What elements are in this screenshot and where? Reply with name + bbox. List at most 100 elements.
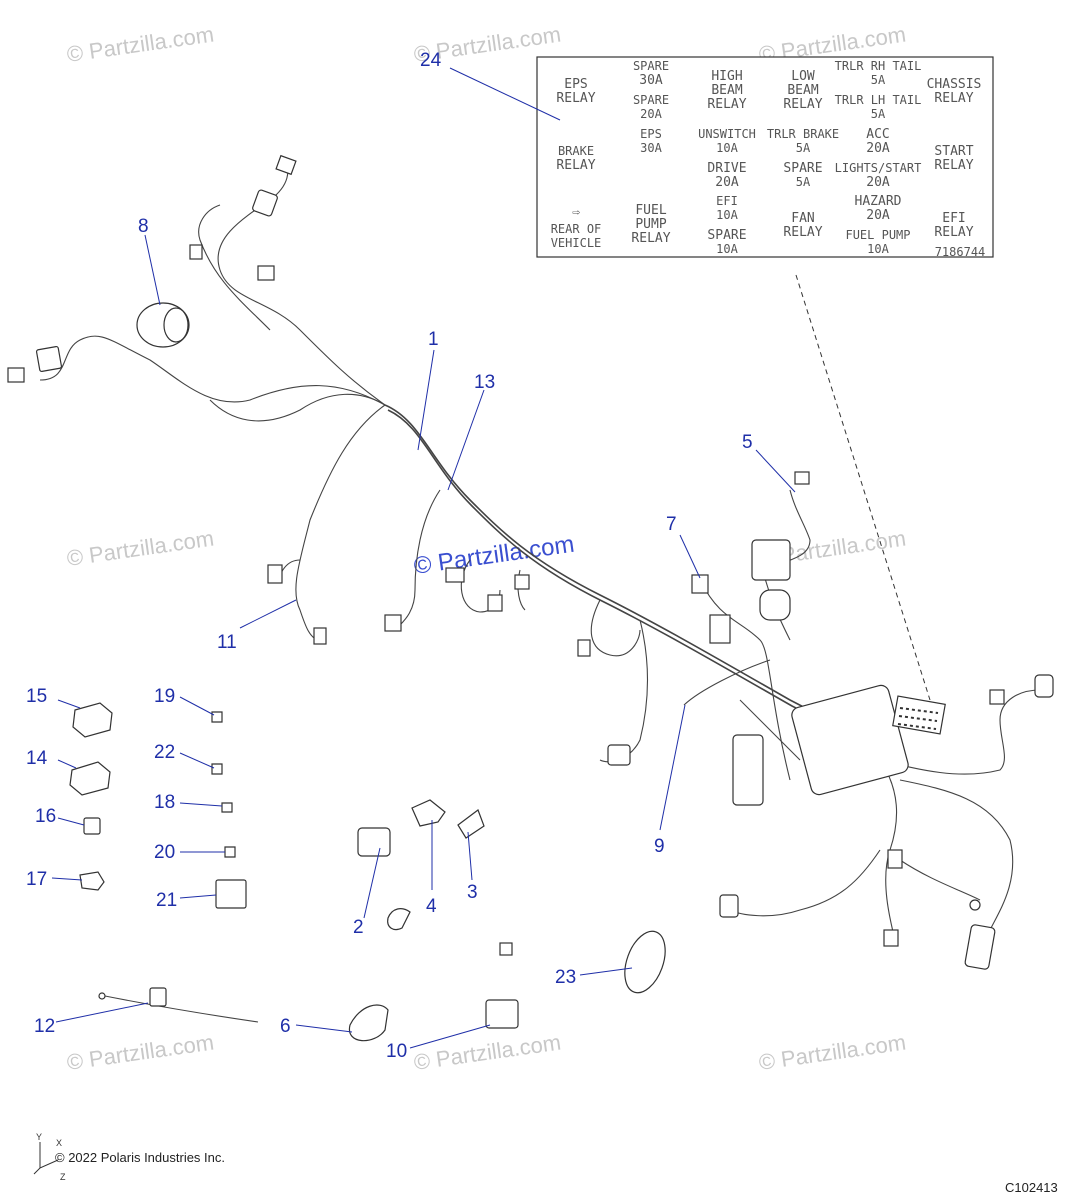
eps30-text-1: EPS bbox=[640, 127, 662, 141]
part-23-ring bbox=[624, 930, 666, 994]
diagram-code: C102413 bbox=[1005, 1180, 1058, 1195]
callout-6[interactable]: 6 bbox=[280, 1016, 291, 1037]
watermark-1: © Partzilla.com bbox=[65, 22, 215, 67]
efi10-text-1: EFI bbox=[716, 194, 738, 208]
axis-y-label: Y bbox=[36, 1132, 42, 1142]
high-beam-text-1: HIGH bbox=[711, 69, 742, 84]
trlr-rh-text-2: 5A bbox=[871, 73, 886, 87]
unswitch-text-1: UNSWITCH bbox=[698, 127, 756, 141]
callout-17[interactable]: 17 bbox=[26, 869, 47, 890]
part-8-buzzer bbox=[136, 302, 190, 348]
callout-9[interactable]: 9 bbox=[654, 836, 665, 857]
trlr-rh-text-1: TRLR RH TAIL bbox=[835, 59, 922, 73]
fuelpump-relay-text-3: RELAY bbox=[631, 231, 670, 246]
callout-16[interactable]: 16 bbox=[35, 806, 56, 827]
start-relay-text-2: RELAY bbox=[934, 158, 973, 173]
harness-connectors bbox=[7, 154, 1054, 970]
spare5-text-1: SPARE bbox=[783, 161, 822, 176]
watermark-4: © Partzilla.com bbox=[65, 526, 215, 571]
part-14-connector bbox=[69, 761, 111, 796]
part-9-tie bbox=[683, 659, 771, 706]
callout-20[interactable]: 20 bbox=[154, 842, 175, 863]
acc-text-1: ACC bbox=[866, 127, 889, 142]
callout-14[interactable]: 14 bbox=[26, 748, 48, 769]
unswitch-text-2: 10A bbox=[716, 141, 738, 155]
start-relay-text-1: START bbox=[934, 144, 973, 159]
high-beam-text-2: BEAM bbox=[711, 83, 742, 98]
watermark-7: © Partzilla.com bbox=[412, 1030, 562, 1075]
rear-text-1: REAR OF bbox=[551, 222, 602, 236]
spare30-text-1: SPARE bbox=[633, 59, 669, 73]
part-17-connector bbox=[79, 871, 105, 891]
hazard-text-2: 20A bbox=[866, 208, 890, 223]
hazard-text-1: HAZARD bbox=[855, 194, 902, 209]
copyright-text: © 2022 Polaris Industries Inc. bbox=[55, 1150, 225, 1165]
part-small-clip bbox=[499, 942, 513, 956]
fan-relay-text-1: FAN bbox=[791, 211, 814, 226]
callout-2[interactable]: 2 bbox=[353, 917, 364, 938]
callout-15[interactable]: 15 bbox=[26, 686, 47, 707]
chassis-relay-text-2: RELAY bbox=[934, 91, 973, 106]
fuelpump-relay-text-1: FUEL bbox=[635, 203, 666, 218]
low-beam-text-3: RELAY bbox=[783, 97, 822, 112]
leader-lines bbox=[51, 67, 796, 1049]
callout-19[interactable]: 19 bbox=[154, 686, 175, 707]
acc-text-2: 20A bbox=[866, 141, 890, 156]
lights-start-text-2: 20A bbox=[866, 175, 890, 190]
fuelpump10-text-2: 10A bbox=[867, 242, 889, 256]
drive-text-1: DRIVE bbox=[707, 161, 746, 176]
label-border bbox=[536, 56, 994, 258]
eps30-text-2: 30A bbox=[640, 141, 662, 155]
axis-indicator: Y X Z bbox=[33, 1132, 66, 1182]
callout-7[interactable]: 7 bbox=[666, 514, 677, 535]
callout-13[interactable]: 13 bbox=[474, 372, 495, 393]
rear-text-2: VEHICLE bbox=[551, 236, 602, 250]
trlr-lh-text-2: 5A bbox=[871, 107, 886, 121]
part-2-connector bbox=[357, 827, 391, 857]
callout-21[interactable]: 21 bbox=[156, 890, 177, 911]
fuelpump10-text-1: FUEL PUMP bbox=[845, 228, 910, 242]
part-22-terminal bbox=[211, 763, 223, 775]
spare10-text-1: SPARE bbox=[707, 228, 746, 243]
label-part-number: 7186744 bbox=[935, 245, 986, 259]
trlr-lh-text-1: TRLR LH TAIL bbox=[835, 93, 922, 107]
loose-parts bbox=[69, 659, 771, 1042]
part-3-cover bbox=[457, 809, 485, 839]
lights-start-text-1: LIGHTS/START bbox=[835, 161, 922, 175]
efi-relay-text-1: EFI bbox=[942, 211, 965, 226]
efi10-text-2: 10A bbox=[716, 208, 738, 222]
callout-11[interactable]: 11 bbox=[217, 632, 237, 653]
fuse-box-label: EPS RELAY BRAKE RELAY ⇨ REAR OF VEHICLE … bbox=[536, 56, 994, 259]
part-16-connector bbox=[83, 817, 101, 835]
part-12-clip bbox=[149, 987, 167, 1007]
spare20-text-2: 20A bbox=[640, 107, 662, 121]
part-19-terminal bbox=[211, 711, 223, 723]
callout-5[interactable]: 5 bbox=[742, 432, 753, 453]
trlr-brake-text-1: TRLR BRAKE bbox=[767, 127, 839, 141]
fuse-label-decal bbox=[892, 695, 946, 735]
callouts: 24 1 13 8 5 7 9 11 15 14 16 17 19 22 18 … bbox=[26, 50, 753, 1062]
callout-3[interactable]: 3 bbox=[467, 882, 478, 903]
arrow-icon: ⇨ bbox=[572, 205, 580, 220]
callout-18[interactable]: 18 bbox=[154, 792, 175, 813]
part-10-connector bbox=[485, 999, 519, 1029]
callout-24[interactable]: 24 bbox=[420, 50, 442, 71]
callout-12[interactable]: 12 bbox=[34, 1016, 55, 1037]
label-reference-dashed-line bbox=[795, 274, 931, 701]
part-21-relay bbox=[215, 879, 247, 909]
axis-z-label: Z bbox=[60, 1172, 66, 1182]
callout-8[interactable]: 8 bbox=[138, 216, 149, 237]
callout-22[interactable]: 22 bbox=[154, 742, 175, 763]
callout-4[interactable]: 4 bbox=[426, 896, 437, 917]
callout-1[interactable]: 1 bbox=[428, 329, 439, 350]
part-20-terminal bbox=[224, 846, 236, 858]
fan-relay-text-2: RELAY bbox=[783, 225, 822, 240]
high-beam-text-3: RELAY bbox=[707, 97, 746, 112]
callout-23[interactable]: 23 bbox=[555, 967, 576, 988]
brake-relay-text-2: RELAY bbox=[556, 158, 595, 173]
part-2-seal bbox=[387, 908, 411, 931]
watermark-6: © Partzilla.com bbox=[65, 1030, 215, 1075]
callout-10[interactable]: 10 bbox=[386, 1041, 407, 1062]
part-12-tie bbox=[99, 994, 259, 1023]
